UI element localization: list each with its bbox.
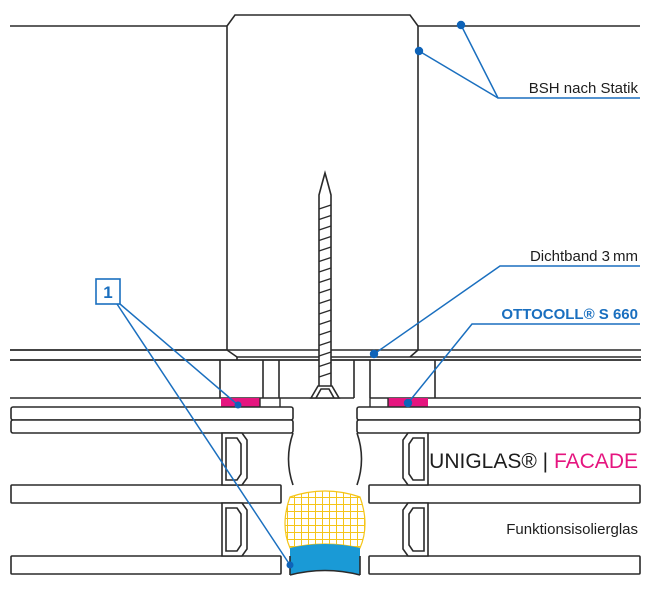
glass-pane-left bbox=[10, 406, 294, 575]
adhesive-tape-left bbox=[221, 398, 260, 407]
screw-thread bbox=[318, 372, 332, 378]
screw-thread bbox=[318, 235, 332, 242]
brand-title: UNIGLAS® | FACADE bbox=[429, 450, 638, 473]
label-dichtband: Dichtband 3 mm bbox=[530, 248, 638, 265]
screw-thread bbox=[318, 309, 332, 315]
screw-thread bbox=[318, 298, 332, 305]
brand-uniglas: UNIGLAS® | bbox=[429, 450, 554, 473]
label-ottocoll: OTTOCOLL® S 660 bbox=[501, 306, 638, 323]
sealant bbox=[290, 544, 360, 575]
screw bbox=[309, 170, 341, 399]
glass-pane-right bbox=[356, 406, 641, 575]
leader-lines bbox=[116, 24, 640, 566]
brand-facade: FACADE bbox=[554, 450, 638, 473]
screw-thread bbox=[318, 214, 332, 221]
backer-rod bbox=[284, 490, 366, 549]
screw-thread bbox=[318, 351, 332, 357]
screw-thread bbox=[318, 340, 332, 347]
screw-thread bbox=[318, 204, 332, 210]
screw-thread bbox=[318, 277, 332, 284]
marker-number: 1 bbox=[103, 283, 112, 302]
label-bsh: BSH nach Statik bbox=[529, 80, 639, 97]
screw-thread bbox=[318, 246, 332, 252]
screw-thread bbox=[318, 225, 332, 231]
leader-dots bbox=[234, 20, 466, 569]
screw-thread bbox=[318, 267, 332, 273]
screw-thread bbox=[318, 319, 332, 326]
marker-box bbox=[95, 278, 121, 305]
screw-thread bbox=[318, 256, 332, 263]
label-funktionsisolierglas: Funktionsisolierglas bbox=[506, 521, 638, 538]
screw-thread bbox=[318, 330, 332, 336]
screw-thread bbox=[318, 288, 332, 294]
screw-thread bbox=[318, 361, 332, 368]
